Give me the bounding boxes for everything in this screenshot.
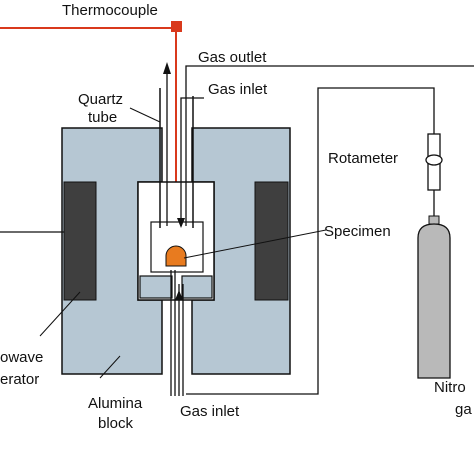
specimen-leader-line: [183, 229, 327, 259]
gas-inlet-bottom-tubes: [170, 270, 184, 396]
alumina-leader-line: [99, 355, 121, 379]
rotameter-float: [425, 154, 443, 166]
gas-inlet-top-label: Gas inlet: [208, 81, 268, 98]
microwave-label-line1: owave: [0, 349, 43, 366]
gas-inlet-bottom-label: Gas inlet: [180, 403, 240, 420]
nitrogen-label-line2: ga: [455, 401, 472, 418]
specimen-label: Specimen: [324, 223, 391, 240]
gas-inlet-top-line: [177, 97, 204, 228]
rotameter-label: Rotameter: [328, 150, 398, 167]
nitrogen-supply-line: [186, 87, 435, 395]
gas-outlet-line: [163, 62, 474, 226]
alumina-label-line2: block: [98, 415, 134, 432]
gas-inlet-bottom-arrow-icon: [175, 290, 183, 300]
specimen-sample: [165, 245, 187, 267]
cylinder-valve: [428, 215, 440, 225]
gas-inlet-top-arrow-icon: [177, 218, 185, 228]
microwave-label-line2: erator: [0, 371, 39, 388]
rotameter: [425, 133, 443, 191]
quartz-leader-line: [129, 107, 161, 123]
support-pedestal-left: [139, 275, 173, 299]
generator-leader-line: [39, 291, 81, 337]
cylinder-body: [417, 223, 451, 379]
gas-outlet-label: Gas outlet: [198, 49, 267, 66]
thermocouple-junction: [171, 21, 182, 32]
quartz-label-line2: tube: [88, 109, 117, 126]
thermocouple-label: Thermocouple: [62, 2, 158, 19]
gas-outlet-arrow-icon: [163, 62, 171, 74]
quartz-label-line1: Quartz: [78, 91, 123, 108]
microwave-generator-left: [63, 181, 97, 301]
support-pedestal-right: [181, 275, 213, 299]
nitrogen-label-line1: Nitro: [434, 379, 466, 396]
nitrogen-cylinder: [417, 215, 451, 379]
alumina-label-line1: Alumina: [88, 395, 143, 412]
